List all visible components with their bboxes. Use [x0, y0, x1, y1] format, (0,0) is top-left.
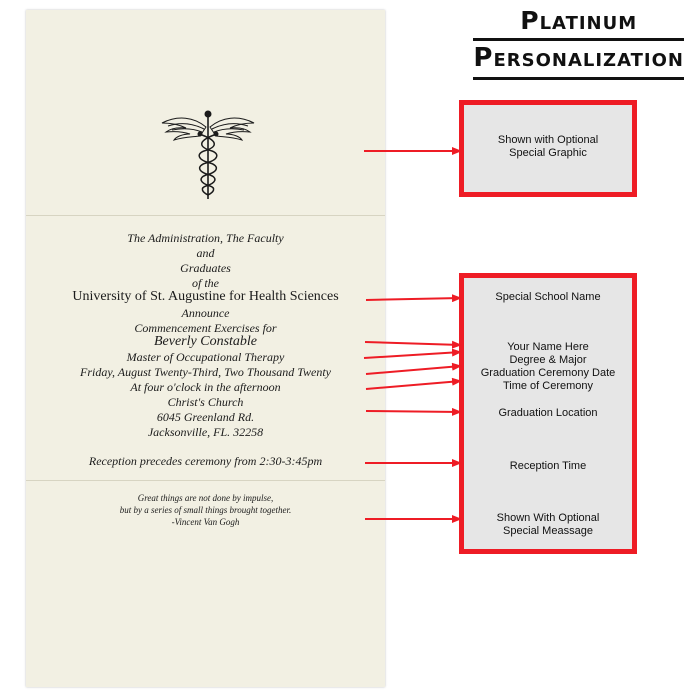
- reception-time: Reception precedes ceremony from 2:30-3:…: [88, 454, 323, 468]
- invitation-line: of the: [192, 276, 219, 290]
- caduceus-icon: [161, 110, 255, 199]
- degree-major: Master of Occupational Therapy: [126, 350, 285, 364]
- callout-box-details: Special School Name Your Name Here Degre…: [459, 273, 637, 554]
- arrow-school: [365, 294, 462, 303]
- invitation-line: Announce: [181, 306, 230, 320]
- callout-message: Shown With Optional: [496, 512, 600, 524]
- title-underline: [473, 38, 684, 41]
- location-address: 6045 Greenland Rd.: [156, 410, 255, 424]
- callout-location: Graduation Location: [498, 407, 598, 419]
- invitation-line: Graduates: [180, 261, 231, 275]
- callout-reception: Reception Time: [509, 460, 587, 472]
- page-title: Platinum Personalization: [473, 6, 684, 80]
- arrow-date: [365, 362, 462, 375]
- quote-author: -Vincent Van Gogh: [171, 517, 240, 527]
- invitation-line: and: [196, 246, 215, 260]
- callout-label: Shown with Optional: [497, 134, 599, 146]
- location-city: Jacksonville, FL. 32258: [147, 425, 264, 439]
- graduate-name: Beverly Constable: [153, 334, 258, 349]
- callout-date: Graduation Ceremony Date: [480, 367, 616, 379]
- title-underline: [473, 77, 684, 80]
- fold-line-top: [26, 215, 385, 216]
- callout-time: Time of Ceremony: [502, 380, 594, 392]
- ceremony-date: Friday, August Twenty-Third, Two Thousan…: [79, 365, 332, 379]
- callout-box-graphic: Shown with Optional Special Graphic: [459, 100, 637, 197]
- invitation-line: The Administration, The Faculty: [127, 231, 284, 245]
- callout-label: Special Graphic: [509, 147, 587, 159]
- quote-line: but by a series of small things brought …: [119, 505, 292, 515]
- ceremony-time: At four o'clock in the afternoon: [130, 380, 281, 394]
- callout-degree: Degree & Major: [509, 354, 587, 366]
- title-line-1: Platinum: [520, 6, 638, 35]
- invitation-text: The Administration, The Faculty and Grad…: [26, 10, 385, 687]
- arrow-degree: [363, 348, 462, 359]
- invitation-card: The Administration, The Faculty and Grad…: [26, 10, 385, 687]
- arrow-location: [365, 407, 462, 416]
- location-name: Christ's Church: [167, 395, 244, 409]
- fold-line-bottom: [26, 480, 385, 481]
- quote-line: Great things are not done by impulse,: [137, 493, 274, 503]
- school-name: University of St. Augustine for Health S…: [72, 289, 339, 304]
- callout-message: Special Meassage: [503, 525, 593, 537]
- invitation-line: Commencement Exercises for: [134, 321, 277, 335]
- arrow-name: [364, 340, 462, 349]
- title-line-2: Personalization: [473, 43, 684, 73]
- callout-name: Your Name Here: [507, 341, 589, 353]
- arrow-time: [365, 377, 462, 390]
- callout-school: Special School Name: [495, 291, 601, 303]
